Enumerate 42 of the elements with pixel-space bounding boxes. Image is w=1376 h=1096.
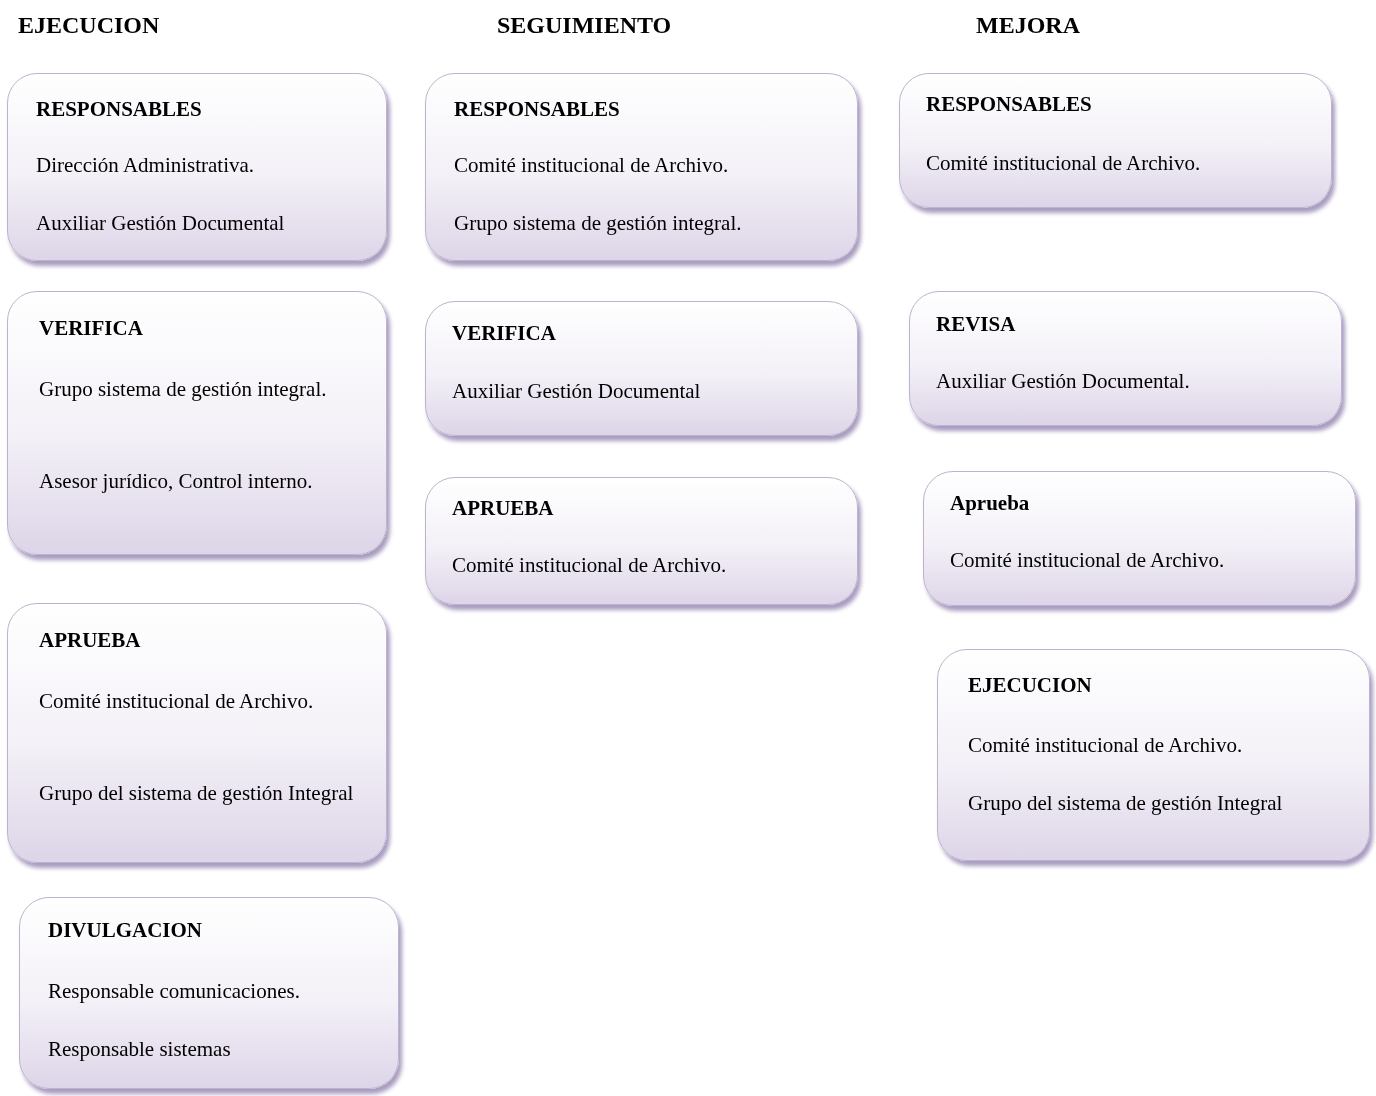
card-text: Grupo del sistema de gestión Integral bbox=[39, 780, 355, 807]
card-heading: APRUEBA bbox=[39, 628, 141, 653]
role-card bbox=[425, 73, 858, 261]
card-heading: VERIFICA bbox=[39, 316, 143, 341]
card-text: Comité institucional de Archivo. bbox=[454, 152, 730, 179]
role-card bbox=[899, 73, 1332, 208]
card-text: Asesor jurídico, Control interno. bbox=[39, 468, 314, 495]
role-card bbox=[923, 471, 1356, 606]
role-card bbox=[425, 301, 858, 436]
card-text: Dirección Administrativa. bbox=[36, 152, 256, 179]
card-text: Auxiliar Gestión Documental bbox=[452, 378, 702, 405]
card-text: Comité institucional de Archivo. bbox=[452, 552, 728, 579]
card-text: Grupo del sistema de gestión Integral bbox=[968, 790, 1284, 817]
card-text: Grupo sistema de gestión integral. bbox=[454, 210, 743, 237]
role-card bbox=[19, 897, 399, 1089]
role-card bbox=[937, 649, 1370, 861]
role-card bbox=[7, 603, 387, 863]
card-heading: APRUEBA bbox=[452, 496, 554, 521]
card-text: Auxiliar Gestión Documental bbox=[36, 210, 286, 237]
card-text: Auxiliar Gestión Documental. bbox=[936, 368, 1191, 395]
role-card bbox=[7, 291, 387, 555]
role-card bbox=[425, 477, 858, 605]
column-heading: EJECUCION bbox=[18, 12, 160, 39]
card-text: Grupo sistema de gestión integral. bbox=[39, 376, 328, 403]
card-heading: RESPONSABLES bbox=[926, 92, 1092, 117]
card-heading: REVISA bbox=[936, 312, 1016, 337]
role-card bbox=[909, 291, 1342, 426]
card-heading: DIVULGACION bbox=[48, 918, 202, 943]
card-text: Responsable comunicaciones. bbox=[48, 978, 301, 1005]
role-card bbox=[7, 73, 387, 261]
card-text: Comité institucional de Archivo. bbox=[968, 732, 1244, 759]
card-heading: RESPONSABLES bbox=[454, 97, 620, 122]
column-heading: MEJORA bbox=[976, 12, 1080, 39]
card-heading: EJECUCION bbox=[968, 673, 1092, 698]
card-heading: VERIFICA bbox=[452, 321, 556, 346]
card-text: Responsable sistemas bbox=[48, 1036, 232, 1063]
card-heading: Aprueba bbox=[950, 491, 1030, 516]
card-text: Comité institucional de Archivo. bbox=[950, 547, 1226, 574]
card-text: Comité institucional de Archivo. bbox=[39, 688, 315, 715]
card-text: Comité institucional de Archivo. bbox=[926, 150, 1202, 177]
column-heading: SEGUIMIENTO bbox=[497, 12, 672, 39]
card-heading: RESPONSABLES bbox=[36, 97, 202, 122]
